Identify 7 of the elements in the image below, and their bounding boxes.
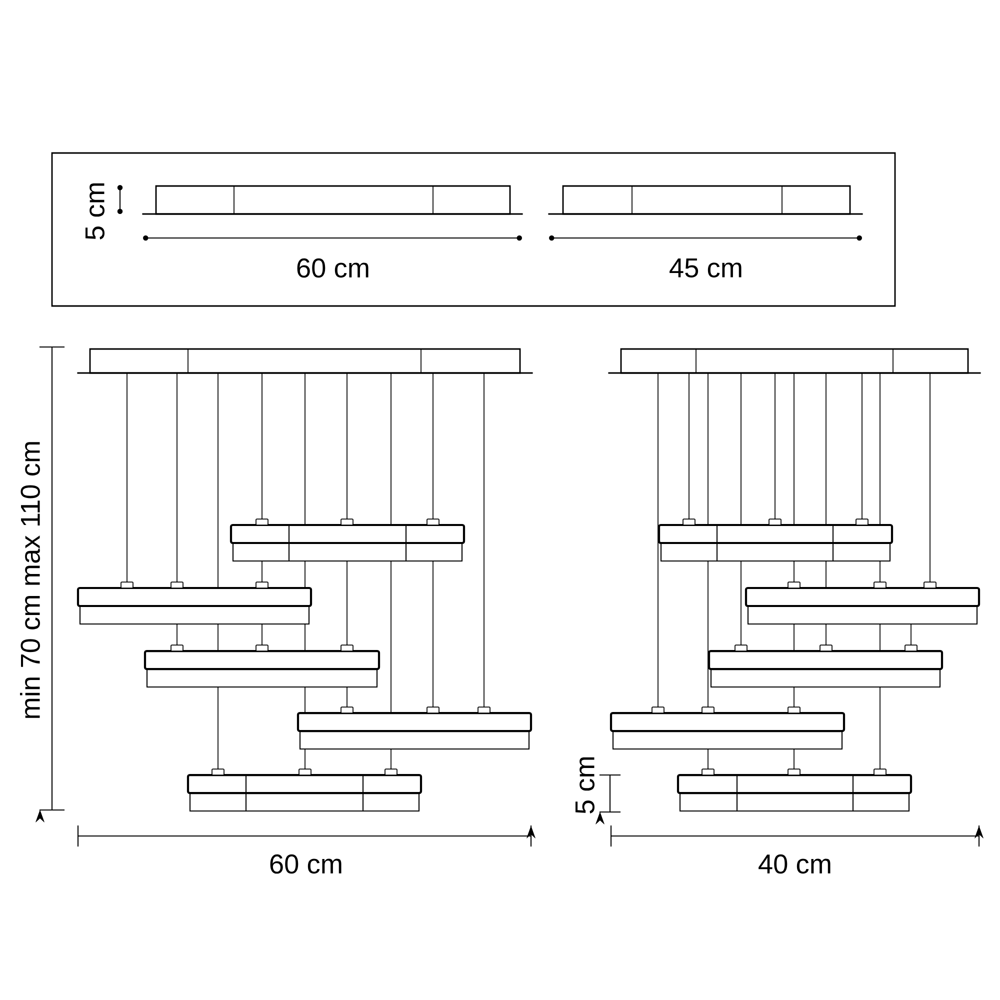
- dimension-label: 40 cm: [758, 854, 830, 874]
- dimension-label: 5 cm: [576, 757, 595, 814]
- dimension-label: 60 cm: [297, 258, 368, 278]
- dimension-label: 60 cm: [270, 854, 342, 874]
- dimension-label: 5 cm: [86, 183, 104, 240]
- dimension-label: 45 cm: [670, 258, 742, 278]
- dimension-label: min 70 cm max 110 cm: [20, 442, 40, 718]
